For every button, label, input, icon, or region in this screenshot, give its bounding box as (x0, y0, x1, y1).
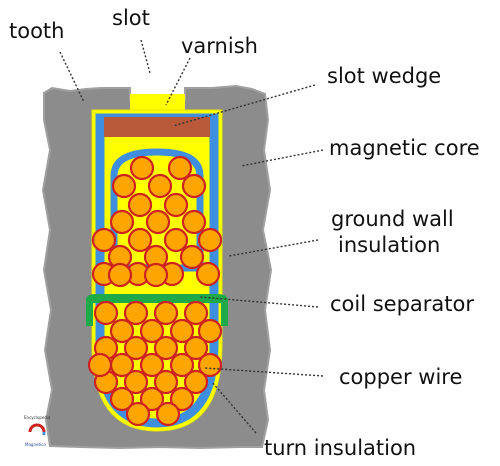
upper-wire-23 (143, 262, 169, 288)
lower-wire-20 (183, 369, 209, 395)
label-varnish: varnish (181, 34, 258, 58)
label-magnetic-core: magnetic core (329, 136, 480, 160)
encyclopedia-magnetica-logo: Encyclopedia Magnetica (24, 415, 51, 447)
upper-wire-7 (163, 192, 189, 218)
upper-wire-17 (179, 244, 205, 270)
upper-wire-8 (109, 209, 135, 235)
upper-wire-9 (145, 209, 171, 235)
lower-wire-14 (139, 352, 165, 378)
upper-wire-4 (147, 173, 173, 199)
label-slot: slot (112, 6, 150, 30)
lower-wire-1 (93, 300, 119, 326)
varnish-slot-opening (130, 94, 185, 110)
lower-wire-6 (139, 318, 165, 344)
logo-line1: Encyclopedia (24, 415, 51, 420)
lower-wire-21 (109, 386, 135, 412)
label-ground-wall-line2: insulation (338, 233, 440, 257)
lower-wire-8 (197, 318, 223, 344)
lower-wire-4 (183, 300, 209, 326)
copper-wires (87, 155, 223, 427)
lower-wire-25 (155, 401, 181, 427)
label-turn-insulation: turn insulation (264, 436, 416, 460)
lower-wire-22 (139, 386, 165, 412)
lower-wire-15 (169, 352, 195, 378)
leader-varnish (165, 57, 191, 106)
upper-wire-14 (197, 227, 223, 253)
label-tooth: tooth (9, 19, 64, 43)
upper-wire-5 (181, 173, 207, 199)
leader-slot (140, 39, 151, 74)
upper-wire-21 (195, 261, 221, 287)
upper-wire-3 (111, 173, 137, 199)
lower-wire-26 (87, 352, 113, 378)
label-ground-wall-line1: ground wall (331, 207, 454, 231)
label-copper-wire: copper wire (339, 365, 462, 389)
lower-wire-10 (123, 335, 149, 361)
upper-wire-22 (107, 262, 133, 288)
leader-tooth (59, 51, 85, 103)
leader-ground-wall (228, 239, 319, 257)
upper-wire-10 (181, 209, 207, 235)
lower-wire-5 (109, 318, 135, 344)
label-coil-separator: coil separator (330, 292, 474, 316)
lower-wire-23 (169, 386, 195, 412)
lower-wire-18 (123, 369, 149, 395)
lower-wire-2 (123, 300, 149, 326)
upper-wire-12 (127, 227, 153, 253)
leader-lines (59, 39, 324, 434)
lower-wire-24 (125, 401, 151, 427)
leader-slot-wedge (172, 84, 316, 127)
upper-wire-1 (129, 155, 155, 181)
upper-wire-13 (163, 227, 189, 253)
lower-wire-16 (197, 352, 223, 378)
leader-turn-insulation (211, 381, 257, 434)
lower-wire-3 (153, 300, 179, 326)
lower-wire-11 (153, 335, 179, 361)
lower-wire-19 (153, 369, 179, 395)
label-slot-wedge: slot wedge (327, 64, 441, 88)
lower-wire-12 (183, 335, 209, 361)
upper-wire-2 (167, 155, 193, 181)
logo-line2: Magnetica (25, 442, 46, 447)
magnet-icon (28, 423, 46, 433)
upper-wire-6 (127, 192, 153, 218)
slot-wedge (104, 117, 210, 137)
upper-wire-11 (91, 227, 117, 253)
leader-magnetic-core (240, 149, 324, 167)
lower-wire-7 (169, 318, 195, 344)
